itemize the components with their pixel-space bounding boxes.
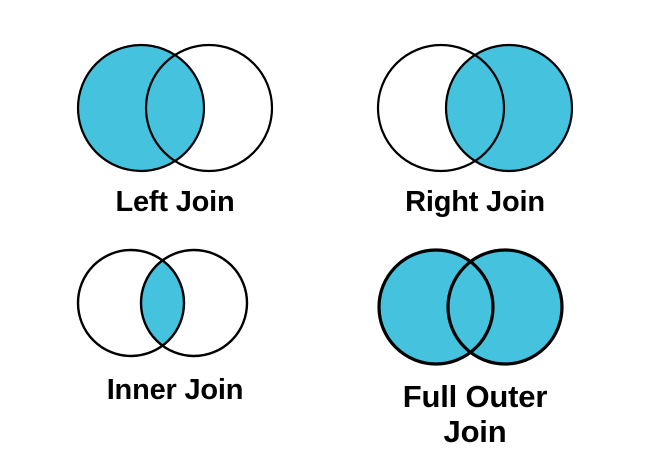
join-cell-full-outer-join: Full Outer Join [325, 244, 625, 449]
venn-left-join [25, 38, 325, 178]
right-circle-outline [446, 248, 564, 366]
join-cell-inner-join: Inner Join [25, 244, 325, 406]
intersection-fill [446, 45, 504, 171]
venn-diagram-left-join [76, 43, 274, 173]
join-cell-left-join: Left Join [25, 38, 325, 218]
right-circle-outline [444, 43, 574, 173]
join-cell-right-join: Right Join [325, 38, 625, 218]
intersection-fill [146, 45, 204, 171]
right-circle-fill [448, 250, 562, 364]
join-label-right-join: Right Join [405, 186, 545, 218]
join-label-inner-join: Inner Join [106, 374, 244, 406]
venn-full-outer-join [325, 244, 625, 370]
venn-right-join [325, 38, 625, 178]
join-label-full-outer-join: Full Outer Join [402, 379, 548, 449]
left-circle-outline [377, 248, 495, 366]
venn-diagram-right-join [376, 43, 574, 173]
intersection-fill [141, 250, 184, 356]
right-circle-outline [139, 248, 249, 358]
left-circle-outline [76, 43, 206, 173]
left-circle-outline [376, 43, 506, 173]
right-circle-outline [144, 43, 274, 173]
left-circle-outline [76, 248, 186, 358]
venn-inner-join [25, 244, 325, 362]
join-label-left-join: Left Join [115, 186, 235, 218]
venn-diagram-inner-join [76, 248, 249, 358]
venn-diagram-full-outer-join [377, 248, 564, 366]
